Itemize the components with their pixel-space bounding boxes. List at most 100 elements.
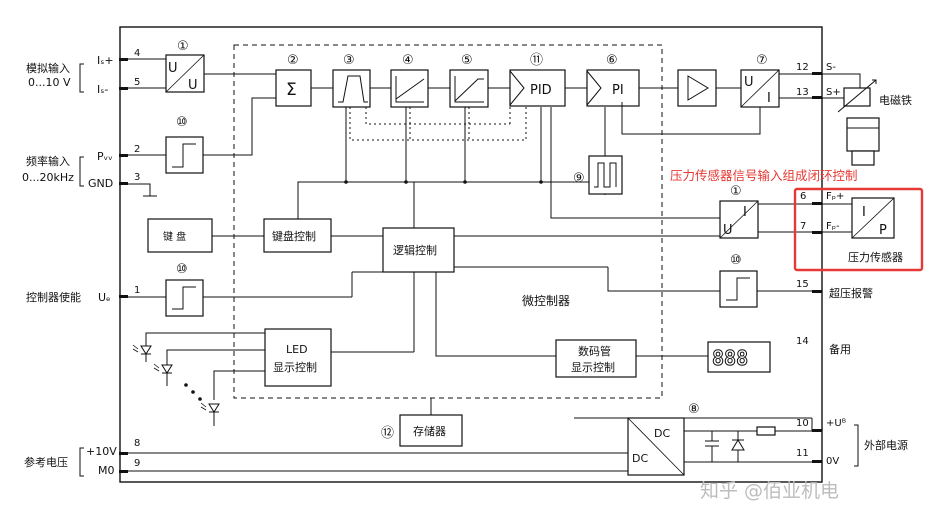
pin-s-plus: S+: [826, 87, 841, 98]
label-c1-sensor: ①: [730, 184, 742, 199]
pin-num-4: 4: [134, 48, 140, 59]
pi-label: PI: [612, 83, 624, 98]
overpressure-label: 超压报警: [829, 286, 873, 300]
label-c10-top: ⑩: [176, 115, 188, 130]
dc-bot: DC: [632, 452, 648, 465]
label-c3: ③: [343, 53, 355, 68]
label-c8: ⑧: [688, 402, 700, 417]
watermark: 知乎 @佰业机电: [700, 480, 839, 502]
memory-block: [399, 414, 463, 447]
label-c10-right: ⑩: [730, 253, 742, 268]
summing-block: [275, 69, 312, 107]
seven-segment-digits: 888: [712, 346, 748, 370]
controller-enable-label: 控制器使能: [26, 290, 81, 304]
pin-num-6: 6: [800, 191, 806, 202]
led-title: LED: [286, 343, 308, 356]
pin-fp-plus: Fₚ+: [826, 191, 844, 202]
seven-segment-display: [707, 341, 771, 373]
pressure-sensor-label: 压力传感器: [848, 251, 903, 264]
led-icon-1: [132, 344, 152, 362]
pin-ue: Uₑ: [98, 291, 111, 304]
label-c2: ②: [287, 53, 299, 68]
pin-num-10: 10: [796, 418, 809, 429]
led-control-block: [264, 328, 332, 387]
led-icon-2: [153, 363, 173, 386]
limit-block-5: [449, 69, 489, 108]
pin-fp-minus: Fₚ-: [826, 221, 840, 232]
analog-input-label: 模拟输入: [26, 61, 70, 75]
keypad-control-block: [263, 218, 332, 253]
overpressure-comparator-block: [719, 270, 758, 308]
module-frame: [119, 26, 823, 483]
pin-num-2: 2: [134, 144, 140, 155]
pi-block: [586, 69, 640, 107]
sensor-i: I: [862, 205, 866, 220]
ui-i: I: [767, 91, 771, 106]
label-c10-left: ⑩: [176, 262, 188, 277]
freq-input-label: 频率输入: [26, 154, 70, 168]
pin-ub-plus: +Uᴮ: [826, 418, 846, 429]
pin-num-12: 12: [796, 62, 809, 73]
logic-control-block: [382, 227, 455, 273]
spare-label: 备用: [829, 342, 851, 356]
pin-m0: M0: [98, 464, 115, 477]
annotation-text: 压力传感器信号输入组成闭环控制: [670, 168, 858, 183]
label-c9: ⑨: [573, 171, 585, 186]
pulse-block: [588, 155, 623, 195]
solenoid-label: 电磁铁: [879, 94, 912, 107]
pin-s-minus: S-: [826, 62, 836, 73]
sensor-ui-u: U: [723, 223, 733, 238]
pin-num-14: 14: [796, 336, 809, 347]
pin-pw: Pᵥᵥ: [97, 150, 113, 163]
uu-bot: U: [188, 78, 198, 93]
sensor-p: P: [879, 223, 887, 238]
ref-voltage-label: 参考电压: [24, 455, 68, 469]
pin-num-9: 9: [134, 458, 140, 469]
led-sub: 显示控制: [273, 360, 317, 374]
sigma-symbol: Σ: [286, 80, 297, 100]
sensor-ui-i: I: [743, 205, 747, 220]
pin-0v: 0V: [826, 456, 839, 467]
amplifier-block: [677, 69, 717, 107]
keypad-block: [147, 218, 213, 253]
enable-comparator-block: [165, 279, 204, 317]
label-c7: ⑦: [756, 53, 768, 68]
pin-is-plus: Iₛ+: [97, 54, 114, 67]
keypad-label: 键 盘: [163, 230, 186, 243]
pid-block: [509, 69, 566, 107]
segment-control-block: [555, 339, 637, 378]
microcontroller-region: [233, 44, 663, 399]
annotation-highlight-box: [793, 187, 924, 272]
label-c1: ①: [177, 39, 189, 54]
pin-gnd: GND: [88, 177, 113, 190]
pin-num-3: 3: [134, 172, 140, 183]
analog-range-label: 0...10 V: [28, 76, 71, 89]
pin-num-11: 11: [796, 448, 809, 459]
pin-num-8: 8: [134, 438, 140, 449]
label-c11: ⑪: [530, 53, 543, 68]
memory-label: 存储器: [413, 424, 446, 438]
label-c5: ⑤: [461, 53, 473, 68]
pid-label: PID: [530, 83, 552, 98]
pin-num-15: 15: [796, 279, 809, 290]
segment-title: 数码管: [578, 344, 611, 358]
ext-power-label: 外部电源: [864, 438, 908, 452]
dc-top: DC: [654, 427, 670, 440]
ui-u: U: [744, 75, 754, 90]
keypad-control-label: 键盘控制: [272, 229, 316, 243]
pin-num-7: 7: [800, 221, 806, 232]
logic-control-label: 逻辑控制: [393, 243, 437, 257]
gain-block-4: [390, 69, 429, 108]
freq-range-label: 0...20kHz: [22, 171, 74, 184]
pin-is-minus: Iₛ-: [97, 83, 108, 96]
label-c12: ⑫: [381, 426, 394, 441]
pin-num-13: 13: [796, 87, 809, 98]
solenoid-icon: [822, 73, 880, 166]
pin-plus10v: +10V: [86, 445, 117, 458]
uu-top: U: [168, 61, 178, 76]
pin-num-1: 1: [134, 285, 140, 296]
pin-num-5: 5: [134, 77, 140, 88]
mcu-label: 微控制器: [522, 294, 570, 308]
led-icon-3: [200, 402, 220, 426]
